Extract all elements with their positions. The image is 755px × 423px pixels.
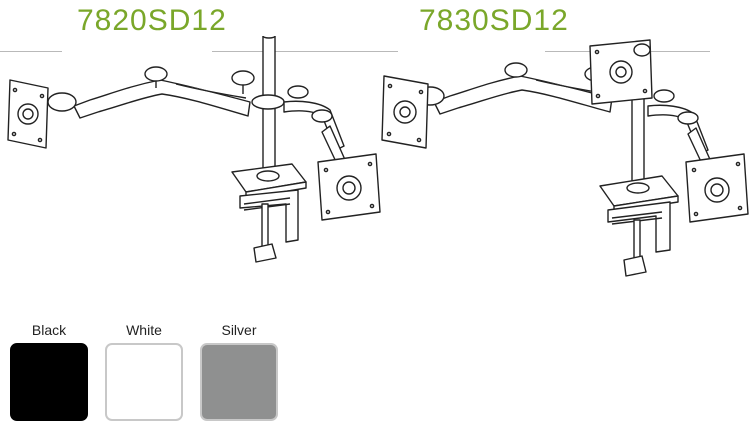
arm-left — [73, 79, 251, 119]
product-illustrations — [7, 36, 749, 277]
swatch-label-white: White — [126, 322, 162, 338]
swatch-black — [10, 343, 88, 421]
product-drawing-7830SD12 — [381, 39, 749, 277]
swatch-label-black: Black — [31, 322, 67, 338]
swatch-label-silver: Silver — [221, 322, 257, 338]
header-rule-middle — [212, 51, 398, 52]
product-drawing-7820SD12 — [7, 36, 381, 263]
header-rule-left — [0, 51, 62, 52]
swatch-white — [105, 343, 183, 421]
mount-pole — [262, 36, 276, 187]
arm-left — [433, 75, 613, 115]
swatch-silver — [200, 343, 278, 421]
model-title-7830SD12: 7830SD12 — [419, 4, 569, 37]
model-title-7820SD12: 7820SD12 — [77, 4, 227, 37]
